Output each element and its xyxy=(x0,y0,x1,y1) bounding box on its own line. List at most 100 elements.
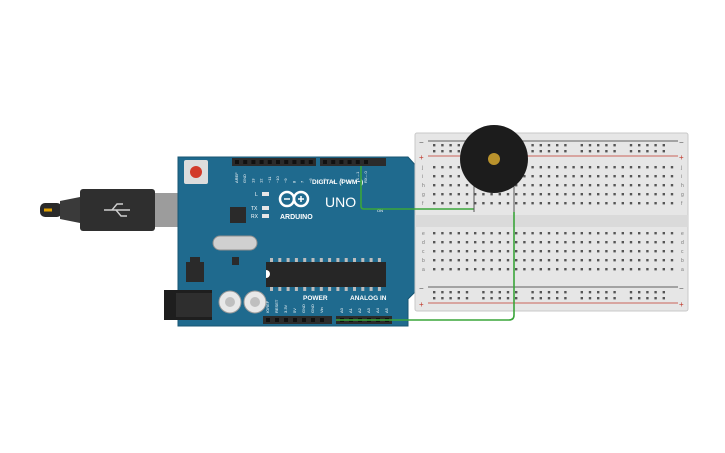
terminal-hole[interactable] xyxy=(457,193,460,196)
terminal-hole[interactable] xyxy=(490,232,493,235)
terminal-hole[interactable] xyxy=(449,259,452,262)
terminal-hole[interactable] xyxy=(654,175,657,178)
terminal-hole[interactable] xyxy=(597,250,600,253)
terminal-hole[interactable] xyxy=(629,175,633,178)
digital-pin-hole[interactable] xyxy=(284,160,289,164)
rail-hole[interactable] xyxy=(531,291,534,294)
rail-hole[interactable] xyxy=(457,297,460,300)
terminal-hole[interactable] xyxy=(433,259,436,262)
rail-hole[interactable] xyxy=(654,150,657,153)
digital-pin-holes[interactable] xyxy=(235,160,368,164)
rail-hole[interactable] xyxy=(539,144,542,147)
terminal-hole[interactable] xyxy=(449,241,452,244)
terminal-hole[interactable] xyxy=(605,166,608,169)
terminal-hole[interactable] xyxy=(457,241,460,244)
terminal-hole[interactable] xyxy=(613,184,616,187)
terminal-hole[interactable] xyxy=(670,259,674,262)
terminal-hole[interactable] xyxy=(646,184,649,187)
terminal-hole[interactable] xyxy=(498,193,501,196)
terminal-hole[interactable] xyxy=(498,250,501,253)
terminal-hole[interactable] xyxy=(588,166,592,169)
terminal-hole[interactable] xyxy=(531,184,534,187)
terminal-hole[interactable] xyxy=(613,268,616,271)
terminal-hole[interactable] xyxy=(654,202,657,205)
terminal-hole[interactable] xyxy=(613,241,616,244)
rail-hole[interactable] xyxy=(465,297,469,300)
piezo-buzzer[interactable] xyxy=(460,125,528,212)
terminal-hole[interactable] xyxy=(605,175,608,178)
terminal-hole[interactable] xyxy=(474,202,477,205)
wires[interactable] xyxy=(336,166,515,321)
terminal-hole[interactable] xyxy=(597,268,600,271)
terminal-hole[interactable] xyxy=(646,250,649,253)
terminal-hole[interactable] xyxy=(547,202,551,205)
terminal-hole[interactable] xyxy=(498,268,501,271)
rail-hole[interactable] xyxy=(449,291,452,294)
rail-hole[interactable] xyxy=(441,297,444,300)
terminal-hole[interactable] xyxy=(654,250,657,253)
power-pin-hole[interactable] xyxy=(284,318,288,322)
terminal-hole[interactable] xyxy=(449,268,452,271)
terminal-hole[interactable] xyxy=(449,193,452,196)
rail-hole[interactable] xyxy=(646,291,649,294)
terminal-hole[interactable] xyxy=(490,241,493,244)
terminal-hole[interactable] xyxy=(523,268,526,271)
terminal-hole[interactable] xyxy=(506,202,510,205)
terminal-hole[interactable] xyxy=(523,184,526,187)
terminal-hole[interactable] xyxy=(547,259,551,262)
terminal-hole[interactable] xyxy=(654,193,657,196)
terminal-hole[interactable] xyxy=(572,184,575,187)
digital-pin-hole[interactable] xyxy=(251,160,256,164)
terminal-hole[interactable] xyxy=(457,268,460,271)
terminal-hole[interactable] xyxy=(515,241,518,244)
terminal-hole[interactable] xyxy=(646,268,649,271)
terminal-hole[interactable] xyxy=(449,202,452,205)
rail-hole[interactable] xyxy=(482,291,485,294)
terminal-hole[interactable] xyxy=(613,250,616,253)
terminal-hole[interactable] xyxy=(539,250,542,253)
power-pin-hole[interactable] xyxy=(311,318,315,322)
rail-hole[interactable] xyxy=(654,297,657,300)
terminal-hole[interactable] xyxy=(662,193,665,196)
rail-hole[interactable] xyxy=(539,297,542,300)
terminal-hole[interactable] xyxy=(564,166,567,169)
terminal-hole[interactable] xyxy=(564,184,567,187)
terminal-hole[interactable] xyxy=(482,202,485,205)
terminal-hole[interactable] xyxy=(490,259,493,262)
terminal-hole[interactable] xyxy=(613,202,616,205)
terminal-hole[interactable] xyxy=(547,184,551,187)
rail-hole[interactable] xyxy=(449,297,452,300)
terminal-hole[interactable] xyxy=(564,175,567,178)
terminal-hole[interactable] xyxy=(638,241,641,244)
rail-hole[interactable] xyxy=(539,150,542,153)
terminal-hole[interactable] xyxy=(662,241,665,244)
rail-hole[interactable] xyxy=(654,291,657,294)
rail-hole[interactable] xyxy=(498,297,501,300)
terminal-hole[interactable] xyxy=(580,241,583,244)
terminal-hole[interactable] xyxy=(531,259,534,262)
terminal-hole[interactable] xyxy=(646,241,649,244)
rail-hole[interactable] xyxy=(662,297,665,300)
terminal-hole[interactable] xyxy=(457,166,460,169)
terminal-hole[interactable] xyxy=(670,232,674,235)
terminal-hole[interactable] xyxy=(457,232,460,235)
terminal-hole[interactable] xyxy=(457,184,460,187)
terminal-hole[interactable] xyxy=(556,193,559,196)
terminal-hole[interactable] xyxy=(670,241,674,244)
rail-hole[interactable] xyxy=(580,144,583,147)
rail-hole[interactable] xyxy=(613,144,616,147)
terminal-hole[interactable] xyxy=(629,241,633,244)
terminal-hole[interactable] xyxy=(506,193,510,196)
digital-pin-hole[interactable] xyxy=(355,160,360,164)
rail-hole[interactable] xyxy=(457,291,460,294)
power-pin-hole[interactable] xyxy=(293,318,297,322)
terminal-hole[interactable] xyxy=(580,184,583,187)
rail-hole[interactable] xyxy=(646,150,649,153)
terminal-hole[interactable] xyxy=(580,175,583,178)
rail-hole[interactable] xyxy=(433,291,436,294)
terminal-hole[interactable] xyxy=(515,202,518,205)
terminal-hole[interactable] xyxy=(465,250,469,253)
terminal-hole[interactable] xyxy=(572,241,575,244)
terminal-hole[interactable] xyxy=(515,193,518,196)
